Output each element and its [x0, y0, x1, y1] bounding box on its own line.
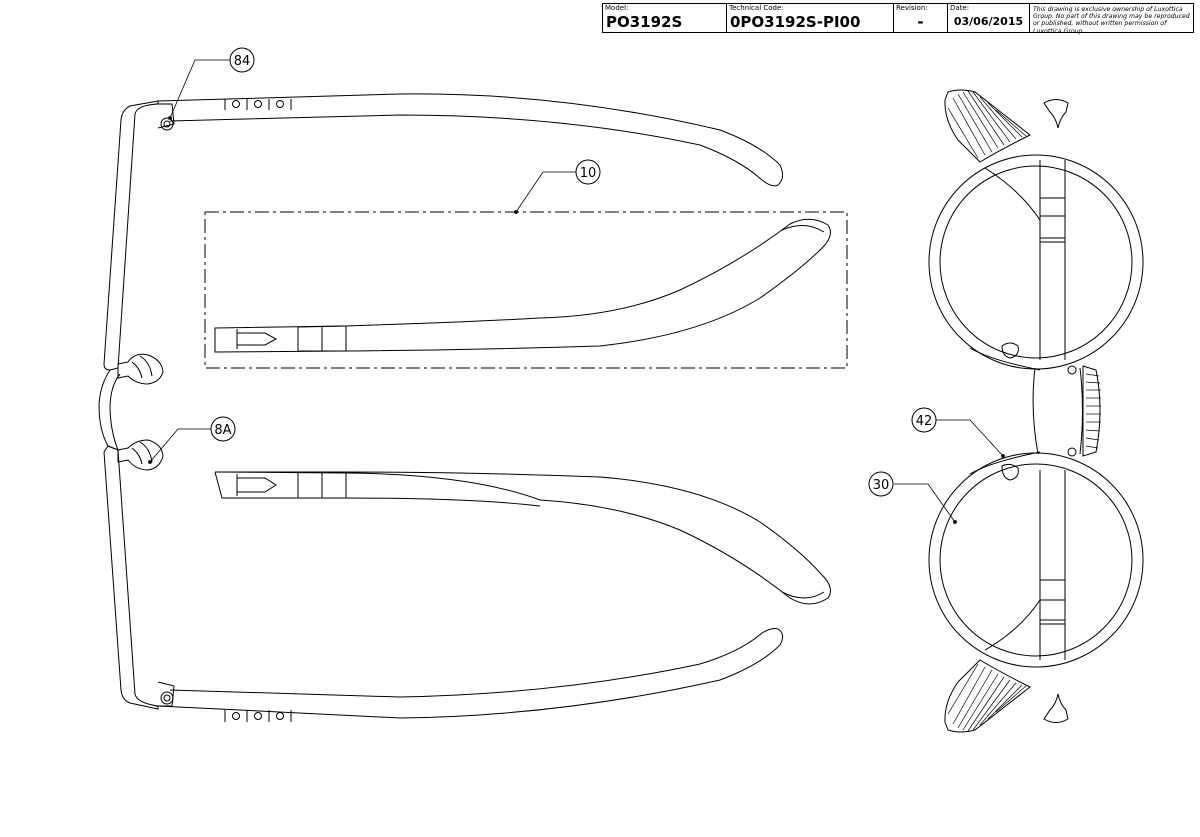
- callout-leaders: [148, 59, 1005, 524]
- upper-rim-notch: [1043, 99, 1069, 129]
- upper-round-nose-pad: [1001, 342, 1019, 359]
- revision-value: -: [917, 13, 924, 31]
- upper-rim-inner: [939, 165, 1133, 359]
- technical-code-value: 0PO3192S-PI00: [730, 13, 861, 31]
- upper-side-temple-outline: [214, 218, 831, 353]
- temple-detail-box: [204, 211, 848, 369]
- center-bridge: [1032, 367, 1083, 455]
- lower-rim-inner: [939, 463, 1133, 657]
- callout-84-label: 84: [234, 54, 251, 69]
- upper-temple-bands: [1040, 197, 1065, 243]
- ownership-note: This drawing is exclusive ownership of L…: [1033, 6, 1190, 35]
- date-value: 03/06/2015: [953, 15, 1024, 28]
- upper-tip-hatching: [947, 90, 1027, 159]
- lower-nose-pad: [117, 439, 164, 471]
- lower-rim-outer: [928, 452, 1144, 668]
- lower-tip-hatching: [947, 663, 1027, 732]
- upper-nose-pad: [117, 353, 164, 385]
- lower-hinge-screw: [160, 691, 174, 705]
- lower-lens-curve: [984, 599, 1041, 651]
- model-label: Model:: [605, 4, 629, 12]
- lower-rim-outline: [103, 445, 159, 710]
- callout-42: 42: [911, 407, 937, 433]
- lower-temple-tip-hatched: [944, 659, 1031, 733]
- upper-lens-curve: [984, 167, 1041, 221]
- callout-84: 84: [229, 47, 255, 73]
- lower-temple-outline: [157, 628, 784, 719]
- lower-rim-notch: [1043, 693, 1069, 723]
- lower-side-temple-outline: [214, 471, 831, 605]
- upper-hinge-screw-inner: [163, 120, 171, 128]
- callout-10-label: 10: [580, 166, 597, 181]
- upper-temple-dots: [224, 99, 292, 110]
- lower-round-nose-pad: [1001, 463, 1019, 481]
- lower-side-temple-rings: [297, 473, 347, 498]
- upper-nose-pad-detail: [131, 355, 153, 379]
- technical-code-label: Technical Code:: [729, 4, 784, 12]
- bridge-ridges: [1085, 373, 1101, 449]
- leader-84: [169, 59, 230, 119]
- revision-cell: Revision: -: [894, 4, 948, 32]
- upper-temple-through-lens: [1039, 160, 1066, 360]
- leader-30: [894, 483, 956, 523]
- upper-side-temple-end: [236, 329, 278, 349]
- upper-pad-arm: [969, 347, 1041, 371]
- callout-8a-label: 8A: [214, 423, 231, 438]
- callout-42-label: 42: [916, 414, 933, 429]
- upper-bridge-pin: [1067, 365, 1077, 375]
- callout-30: 30: [868, 471, 894, 497]
- technical-code-cell: Technical Code: 0PO3192S-PI00: [727, 4, 894, 32]
- ownership-cell: This drawing is exclusive ownership of L…: [1030, 4, 1193, 35]
- revision-label: Revision:: [896, 4, 928, 12]
- upper-rim-outline: [103, 100, 159, 371]
- lower-temple-dots: [224, 710, 292, 722]
- model-value: PO3192S: [606, 13, 683, 31]
- lower-temple-bands: [1040, 579, 1065, 625]
- bridge-outline: [98, 369, 121, 451]
- temple-side-view-lower: [214, 471, 831, 605]
- lower-pad-arm: [969, 451, 1041, 475]
- lower-side-temple-tip-inner: [781, 591, 825, 599]
- leader-10: [515, 171, 576, 213]
- lower-side-temple-body: [214, 471, 541, 507]
- temple-side-view-upper: [204, 211, 848, 369]
- lower-hinge-screw-inner: [163, 694, 171, 702]
- upper-hinge-screw: [160, 117, 174, 131]
- callout-30-label: 30: [873, 478, 890, 493]
- callout-8a: 8A: [210, 416, 236, 442]
- upper-side-temple-rings: [297, 325, 347, 352]
- upper-temple-hinge: [155, 103, 175, 129]
- upper-side-temple-tip-inner: [781, 225, 825, 233]
- leader-8a: [149, 428, 211, 463]
- model-cell: Model: PO3192S: [603, 4, 727, 32]
- leader-42: [936, 419, 1004, 457]
- date-cell: Date: 03/06/2015: [948, 4, 1030, 32]
- callout-10: 10: [575, 159, 601, 185]
- frame-round-view: [928, 89, 1144, 733]
- lower-temple-through-lens: [1039, 470, 1066, 660]
- bridge-ridged-block: [1082, 365, 1101, 457]
- title-block: Model: PO3192S Technical Code: 0PO3192S-…: [602, 3, 1194, 35]
- upper-rim-outer: [928, 154, 1144, 370]
- date-label: Date:: [950, 4, 970, 12]
- upper-temple-outline: [157, 93, 784, 187]
- frame-top-view: [98, 93, 784, 722]
- lower-side-temple-end: [236, 474, 277, 496]
- lower-bridge-pin: [1067, 447, 1077, 457]
- upper-temple-tip-hatched: [944, 89, 1031, 163]
